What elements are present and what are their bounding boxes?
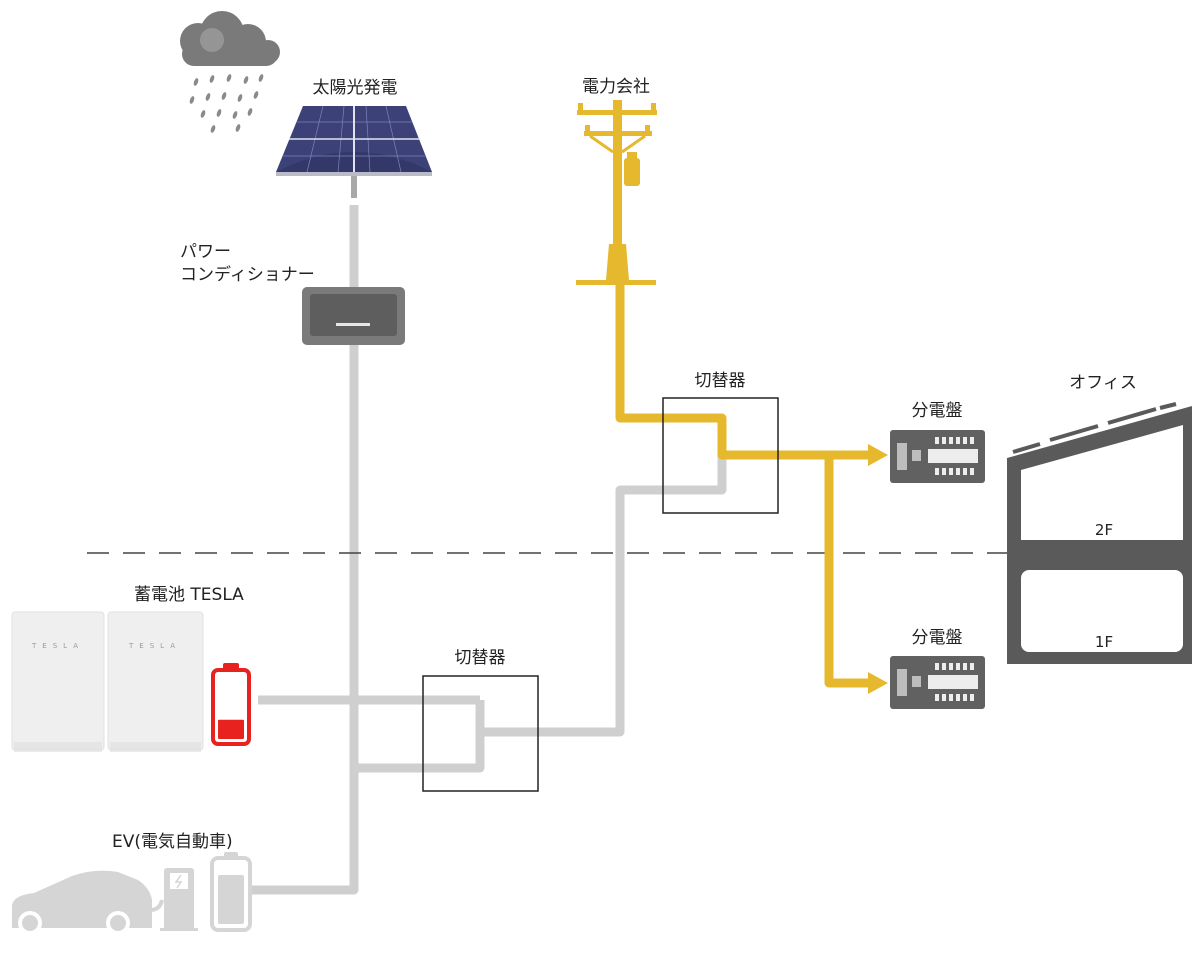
battery-label: 蓄電池 TESLA (134, 585, 244, 605)
panel-label-lower: 分電盤 (912, 628, 963, 648)
arrow-to-panel-upper (868, 444, 888, 466)
switch-box-lower (422, 675, 539, 792)
solar-panel-icon (276, 105, 432, 198)
floor-1f-label: 1F (1095, 633, 1113, 651)
tesla-brand-2: TESLA (128, 642, 181, 650)
office-building-icon (1007, 402, 1192, 664)
switch-label-lower: 切替器 (455, 648, 506, 668)
pcs-label-line2: コンディショナー (180, 264, 315, 285)
tesla-brand-1: TESLA (31, 642, 84, 650)
car-icon (12, 870, 152, 935)
ev-label: EV(電気自動車) (112, 832, 233, 852)
inactive-lines (240, 205, 727, 895)
floor-2f-label: 2F (1095, 521, 1113, 539)
rain-cloud-icon (180, 11, 280, 133)
ev-charger-icon (149, 868, 198, 931)
utility-label: 電力会社 (582, 77, 650, 97)
solar-label: 太陽光発電 (313, 78, 398, 98)
switch-link-line (480, 455, 727, 737)
panel-branch-line (824, 455, 870, 688)
pcs-label-line1: パワー (180, 242, 231, 262)
grid-feed-line (615, 285, 870, 460)
ev-battery-icon (210, 852, 252, 932)
panel-label-upper: 分電盤 (912, 401, 963, 421)
switch-label-upper: 切替器 (695, 371, 746, 391)
arrow-to-panel-lower (868, 672, 888, 694)
bus-line-lower (354, 700, 485, 773)
switch-box-upper (662, 397, 779, 514)
distribution-board-icon (890, 430, 985, 483)
tesla-powerwall-icon (11, 611, 204, 752)
solar-line (240, 205, 359, 895)
office-label: オフィス (1069, 373, 1137, 393)
inverter-icon (302, 287, 405, 345)
active-lines (615, 285, 870, 688)
utility-pole-icon (576, 100, 657, 285)
distribution-board-icon (890, 656, 985, 709)
low-battery-icon (211, 663, 251, 746)
